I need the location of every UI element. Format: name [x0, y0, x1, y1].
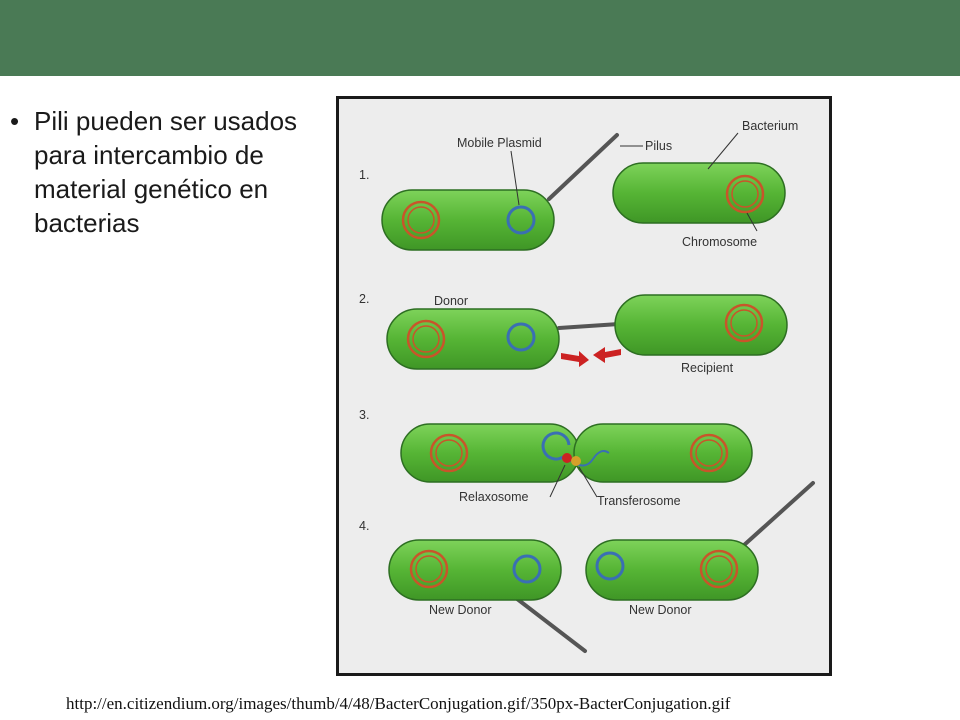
chromosome-ring: [406, 319, 446, 359]
conjugation-diagram: 1. 2. 3. 4. Mobile Plasmid Pilus Bacteri…: [359, 119, 815, 653]
chromosome-ring: [731, 180, 759, 208]
chromosome-ring: [409, 549, 449, 589]
source-url: http://en.citizendium.org/images/thumb/4…: [66, 694, 731, 713]
bacterium-cell: [612, 162, 786, 224]
leader-line: [578, 466, 598, 498]
chromosome-ring: [412, 325, 440, 353]
bullet-dot: •: [10, 106, 20, 136]
plasmid-ring: [512, 554, 542, 584]
conjugation-figure: 1. 2. 3. 4. Mobile Plasmid Pilus Bacteri…: [336, 96, 832, 676]
chromosome-ring: [705, 555, 733, 583]
label-donor: Donor: [434, 294, 468, 308]
plasmid-strand: [541, 431, 571, 461]
step-number-4: 4.: [359, 519, 369, 533]
chromosome-ring: [435, 439, 463, 467]
chromosome-ring: [401, 200, 441, 240]
step-number-3: 3.: [359, 408, 369, 422]
arrow-icon: [561, 351, 589, 367]
label-relaxosome: Relaxosome: [459, 490, 529, 504]
pilus: [547, 133, 619, 201]
title-bar: [0, 0, 960, 76]
leader-line: [510, 150, 520, 206]
bullet-text: Pili pueden ser usados para intercambio …: [34, 106, 298, 238]
label-new-donor-right: New Donor: [629, 603, 692, 617]
plasmid-ring: [595, 551, 625, 581]
bacterium-cell: [381, 189, 555, 251]
transferosome-marker: [571, 456, 581, 466]
chromosome-ring: [689, 433, 729, 473]
chromosome-ring: [695, 439, 723, 467]
chromosome-ring: [724, 303, 764, 343]
chromosome-ring: [730, 309, 758, 337]
chromosome-ring: [725, 174, 765, 214]
bullet-list: • Pili pueden ser usados para intercambi…: [10, 104, 330, 240]
chromosome-ring: [429, 433, 469, 473]
leader-line: [746, 212, 758, 232]
label-mobile-plasmid: Mobile Plasmid: [457, 136, 542, 150]
step-number-2: 2.: [359, 292, 369, 306]
pilus: [510, 593, 587, 653]
arrow-icon: [593, 347, 621, 363]
chromosome-ring: [407, 206, 435, 234]
label-pilus: Pilus: [645, 139, 672, 153]
relaxosome-marker: [562, 453, 572, 463]
new-donor-cell: [585, 539, 759, 601]
pilus: [557, 322, 621, 330]
pilus: [741, 481, 815, 548]
new-donor-cell: [388, 539, 562, 601]
plasmid-ring: [506, 322, 536, 352]
chromosome-ring: [415, 555, 443, 583]
leader-line: [707, 132, 739, 170]
label-bacterium: Bacterium: [742, 119, 798, 133]
label-recipient: Recipient: [681, 361, 734, 375]
bullet-item: • Pili pueden ser usados para intercambi…: [10, 104, 330, 240]
chromosome-ring: [699, 549, 739, 589]
plasmid-ring: [506, 205, 536, 235]
label-transferosome: Transferosome: [597, 494, 681, 508]
leader-line: [549, 464, 566, 498]
recipient-cell: [573, 423, 753, 483]
step-number-1: 1.: [359, 168, 369, 182]
label-new-donor-left: New Donor: [429, 603, 492, 617]
label-chromosome: Chromosome: [682, 235, 757, 249]
